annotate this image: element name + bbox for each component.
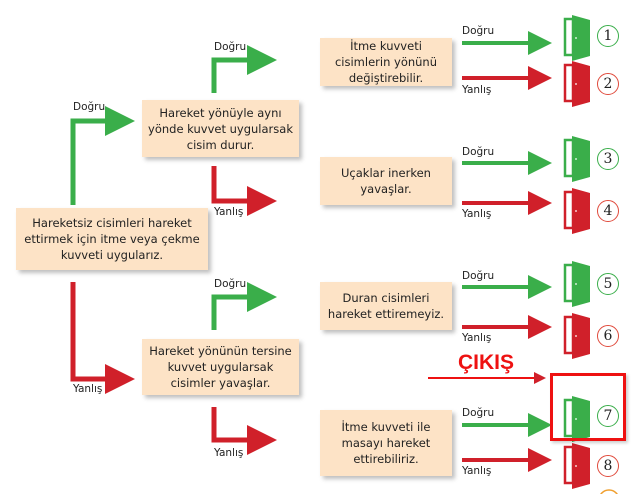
door-number-8: 8 <box>597 455 619 477</box>
a-true-label: Doğru <box>214 41 247 53</box>
door-number-4: 4 <box>597 200 619 222</box>
leaf-true-label-1: Doğru <box>462 25 495 37</box>
door-number-3: 3 <box>597 148 619 170</box>
exit-highlight-frame <box>550 373 626 441</box>
door-icon-3 <box>563 136 590 182</box>
a-false-label: Yanlış <box>214 206 244 218</box>
statement-b1: Duran cisimleri hareket ettiremeyiz. <box>320 282 452 330</box>
statement-a: Hareket yönüyle aynı yönde kuvvet uygula… <box>142 100 299 157</box>
door-number-5: 5 <box>597 273 619 295</box>
leaf-true-label-5: Doğru <box>462 270 495 282</box>
statement-a2: Uçaklar inerken yavaşlar. <box>320 157 452 205</box>
arrow-a-false <box>211 166 277 216</box>
leaf-true-label-7: Doğru <box>462 407 495 419</box>
root-true-label: Doğru <box>73 101 106 113</box>
leaf-false-label-2: Yanlış <box>462 84 492 96</box>
door-number-7: 7 <box>597 405 619 427</box>
arrow-root-false <box>70 282 135 394</box>
door-number-2: 2 <box>597 73 619 95</box>
b-true-label: Doğru <box>214 278 247 290</box>
leaf-true-label-3: Doğru <box>462 146 495 158</box>
arrow-a-true <box>211 45 277 93</box>
door-icon-2 <box>563 61 590 107</box>
door-icon-6 <box>563 313 590 359</box>
door-icon-5 <box>563 261 590 307</box>
door-icon-8 <box>563 443 590 489</box>
leaf-false-label-6: Yanlış <box>462 332 492 344</box>
door-icon-1 <box>563 15 590 61</box>
door-number-1: 1 <box>597 25 619 47</box>
arrow-root-true <box>70 106 135 205</box>
door-number-6: 6 <box>597 325 619 347</box>
arrow-b-false <box>211 407 277 455</box>
statement-a1: İtme kuvveti cisimlerin yönünü değiştire… <box>320 38 452 86</box>
arrow-b-true <box>211 282 277 330</box>
door-icon-7 <box>563 396 590 442</box>
b-false-label: Yanlış <box>214 447 244 459</box>
statement-b: Hareket yönünün tersine kuvvet uygularsa… <box>142 339 299 395</box>
door-icon-4 <box>563 188 590 234</box>
statement-b2: İtme kuvveti ile masayı hareket ettirebi… <box>320 410 452 476</box>
partial-circle <box>600 489 618 494</box>
root-statement: Hareketsiz cisimleri hareket ettirmek iç… <box>16 208 208 270</box>
leaf-false-label-4: Yanlış <box>462 208 492 220</box>
exit-label: ÇIKIŞ <box>458 351 515 374</box>
leaf-false-label-8: Yanlış <box>462 465 492 477</box>
root-false-label: Yanlış <box>73 383 103 395</box>
